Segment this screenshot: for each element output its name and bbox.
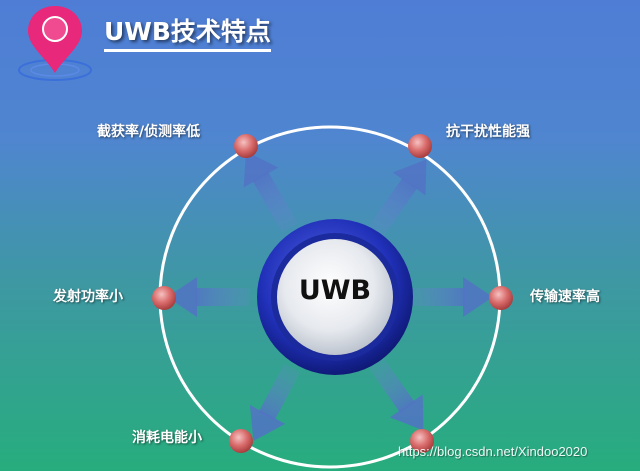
arrow-right (410, 277, 493, 317)
feature-label-low-power-transmit: 发射功率小 (53, 289, 123, 305)
arrow-up-left (243, 151, 298, 233)
feature-label-low-intercept: 截获率/侦测率低 (97, 124, 201, 140)
arrow-up-right (368, 159, 427, 237)
watermark: https://blog.csdn.net/Xindoo2020 (398, 444, 588, 459)
node-low-consumption (229, 429, 253, 453)
logo (18, 6, 92, 81)
feature-label-anti-interference: 抗干扰性能强 (446, 124, 530, 140)
arrows (167, 151, 493, 441)
arrow-down-right (368, 357, 424, 431)
feature-label-low-consumption: 消耗电能小 (132, 430, 202, 446)
arrow-left (167, 277, 250, 317)
feature-label-high-speed: 传输速率高 (530, 289, 600, 305)
node-high-speed (489, 286, 513, 310)
center-node (257, 219, 413, 375)
node-low-intercept (234, 134, 258, 158)
node-low-power-transmit (152, 286, 176, 310)
node-bottom-right (410, 429, 434, 453)
node-anti-interference (408, 134, 432, 158)
arrow-down-left (249, 363, 301, 441)
page-title: UWB技术特点 (104, 16, 271, 52)
center-label: UWB (298, 275, 372, 306)
logo-pin-center (42, 16, 68, 42)
center-disc (277, 239, 393, 355)
